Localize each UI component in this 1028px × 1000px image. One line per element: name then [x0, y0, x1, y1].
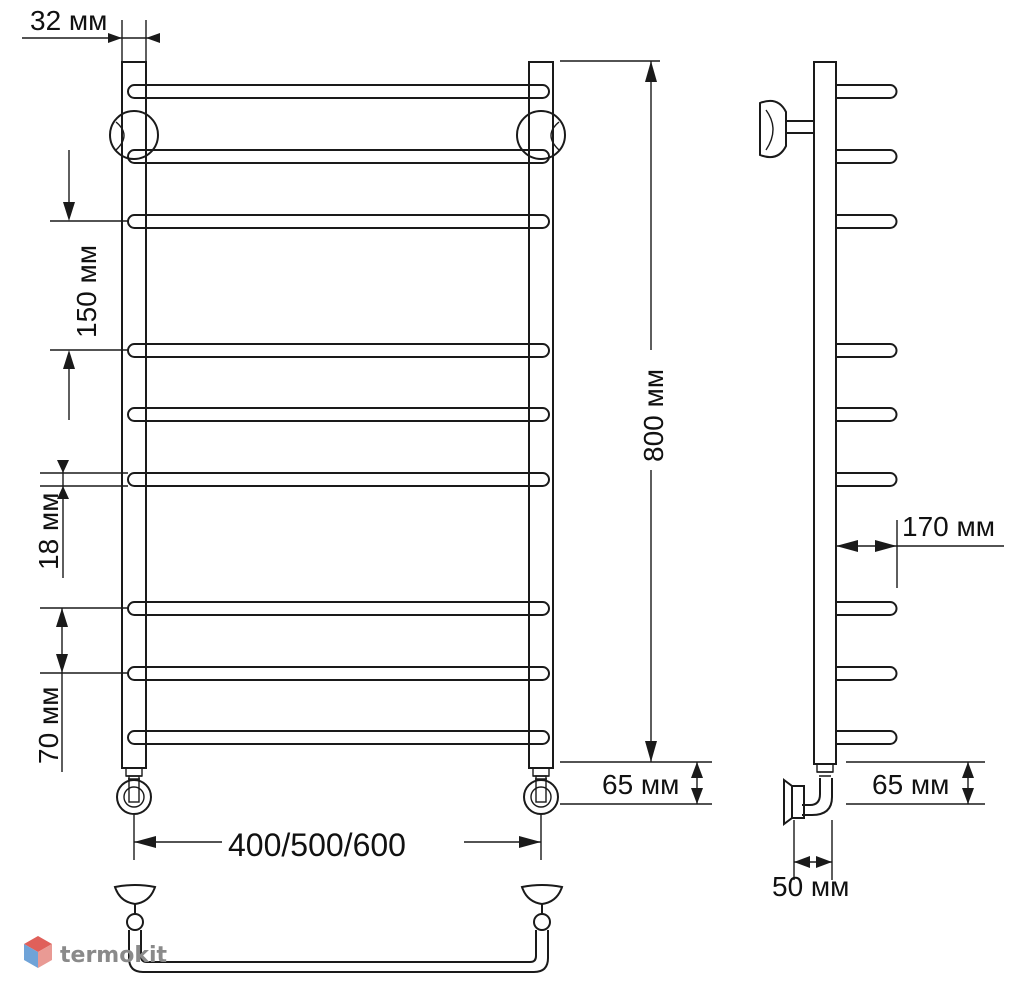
- side-wall-mount: [759, 99, 815, 159]
- dim-rung-spacing: 150 мм: [50, 150, 128, 420]
- dim-depth: 170 мм: [836, 511, 1004, 588]
- dim-depth-label: 170 мм: [902, 511, 995, 542]
- rung: [127, 214, 550, 229]
- rung: [127, 666, 550, 681]
- dim-bottom-gap: 70 мм: [33, 607, 128, 772]
- dim-bracket-offset-label: 50 мм: [772, 871, 849, 902]
- dim-rung-spacing-label: 150 мм: [71, 245, 102, 338]
- dim-width-label: 400/500/600: [228, 827, 406, 863]
- dim-rung-diameter-label: 18 мм: [33, 493, 64, 570]
- side-rungs: [836, 84, 898, 745]
- dim-pipe-diameter-label: 32 мм: [30, 5, 107, 36]
- side-view: 170 мм 65 мм 50 мм: [759, 61, 1004, 902]
- rung: [127, 149, 550, 164]
- top-view: [113, 884, 564, 973]
- rung: [127, 84, 550, 99]
- brand-watermark: termokit: [24, 936, 167, 968]
- wall-mount-right: [516, 110, 566, 160]
- dim-width: 400/500/600: [133, 815, 542, 863]
- dim-height-label: 800 мм: [638, 369, 669, 462]
- rung: [127, 343, 550, 358]
- wall-mount-left: [109, 110, 159, 160]
- rung: [127, 601, 550, 616]
- dim-connection-front-label: 65 мм: [602, 769, 679, 800]
- side-upright: [813, 61, 837, 765]
- dim-bottom-gap-label: 70 мм: [33, 687, 64, 764]
- front-view: 32 мм 150 мм 18 мм 70: [22, 5, 712, 863]
- dim-pipe-diameter: 32 мм: [22, 5, 160, 62]
- rung: [127, 407, 550, 422]
- dim-connection-front: 65 мм: [560, 762, 712, 805]
- rungs: [127, 84, 550, 745]
- left-upright: [121, 61, 147, 769]
- brand-logo-icon: [24, 936, 52, 968]
- side-bottom-fitting: [783, 763, 834, 826]
- bottom-fitting-right: [523, 767, 559, 815]
- dim-connection-side-label: 65 мм: [872, 769, 949, 800]
- rung: [127, 472, 550, 487]
- brand-name: termokit: [60, 943, 167, 968]
- rung: [127, 730, 550, 745]
- dim-bracket-offset: 50 мм: [772, 820, 849, 902]
- dim-rung-diameter: 18 мм: [33, 460, 128, 578]
- dim-height: 800 мм: [560, 60, 712, 763]
- bottom-fitting-left: [116, 767, 152, 815]
- dim-connection-side: 65 мм: [846, 761, 985, 805]
